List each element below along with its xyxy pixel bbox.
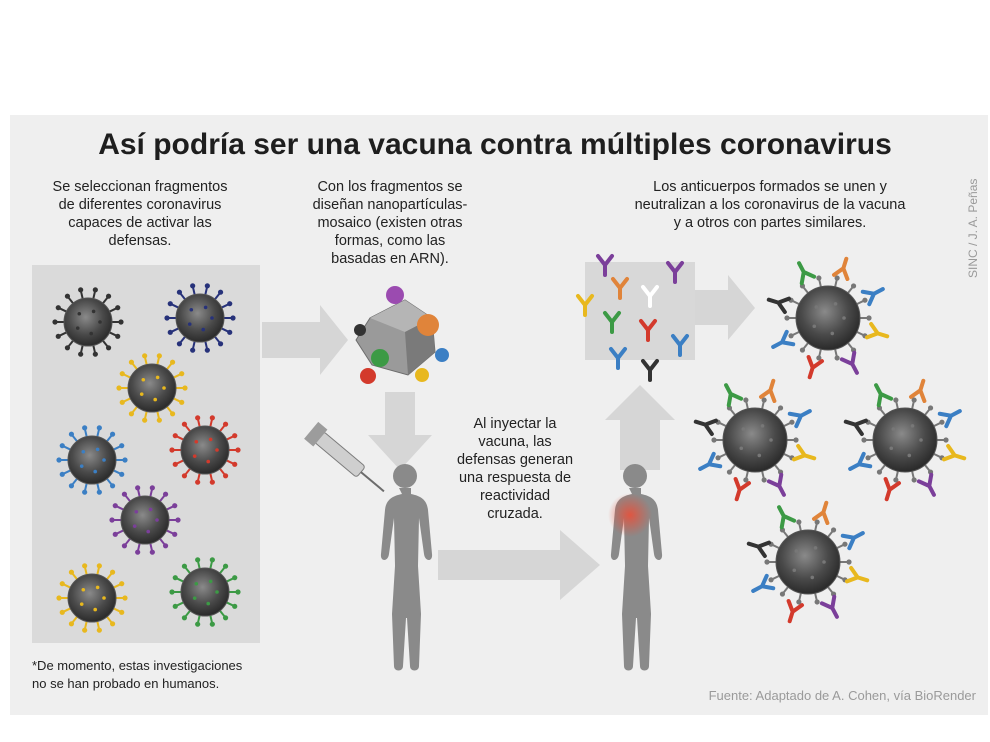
step2-text: Con los fragmentos se diseñan nanopartíc… [285, 178, 495, 268]
antibody-icon [759, 378, 777, 403]
antibody-icon [641, 285, 659, 308]
step4-text: Al inyectar la vacuna, las defensas gene… [430, 415, 600, 523]
antibody-icon [874, 383, 894, 408]
step1-line: de diferentes coronavirus [58, 197, 222, 213]
antibody-icon [942, 444, 967, 462]
antibody-icon [641, 359, 659, 382]
coronavirus-icon [169, 415, 241, 485]
step3-line: neutralizan a los coronavirus de la vacu… [634, 197, 906, 213]
antibody-icon [843, 418, 868, 436]
source-note: Fuente: Adaptado de A. Cohen, vía BioRen… [708, 688, 976, 703]
infographic-title: Así podría ser una vacuna contra múltipl… [98, 128, 892, 161]
footnote: *De momento, estas investigaciones no se… [32, 657, 242, 693]
antibody-icon [666, 261, 684, 284]
arrow-up-icon [605, 385, 675, 470]
antibody-icon [883, 477, 901, 502]
antibody-icon [766, 472, 786, 497]
antibody-icon [860, 287, 885, 307]
arrow-down-icon [368, 392, 432, 470]
antibody-icon [639, 319, 657, 342]
antibody-icon [766, 296, 791, 314]
step2-line: diseñan nanopartículas- [312, 197, 468, 213]
antibody-icon [603, 311, 621, 334]
coronavirus-icon [861, 397, 949, 483]
antibody-icon [812, 500, 830, 525]
arrow-right-icon [438, 530, 600, 600]
antibody-icon [839, 350, 859, 375]
syringe-icon [304, 421, 385, 493]
antibody-icon [751, 573, 776, 593]
antibody-icon [693, 418, 718, 436]
injection-site-glow [608, 493, 652, 537]
antibody-icon [797, 261, 817, 286]
coronavirus-icon [52, 287, 124, 357]
antibody-icon [609, 347, 627, 370]
nanoparticle-icon [354, 286, 449, 384]
step4-line: una respuesta de [458, 470, 572, 486]
antibody-icon [848, 451, 873, 471]
step4-line: reactividad [479, 488, 551, 504]
step1-line: Se seleccionan fragmentos [52, 179, 228, 195]
antibody-icon [576, 294, 594, 317]
coronavirus-icon [56, 563, 128, 633]
coronavirus-icon [164, 283, 236, 353]
step4-line: cruzada. [487, 506, 543, 522]
step1-line: capaces de activar las [68, 215, 212, 231]
antibody-icon [746, 540, 771, 558]
step3-line: Los anticuerpos formados se unen y [653, 179, 887, 195]
step1-line: defensas. [108, 233, 172, 249]
footnote-line: no se han probado en humanos. [32, 676, 220, 691]
step1-text: Se seleccionan fragmentos de diferentes … [20, 178, 260, 250]
coronavirus-icon [116, 353, 188, 423]
step2-line: mosaico (existen otras [317, 215, 463, 231]
antibody-icon [909, 378, 927, 403]
antibody-icon [937, 409, 962, 429]
antibody-icon [733, 477, 751, 502]
antibody-icon [596, 254, 614, 277]
antibody-icon [611, 277, 629, 300]
step4-line: Al inyectar la [473, 416, 557, 432]
coronavirus-icon [711, 397, 799, 483]
antibody-icon [786, 599, 804, 624]
step4-line: defensas generan [456, 452, 574, 468]
antibody-icon [671, 334, 689, 357]
person-figure [380, 464, 433, 671]
antibody-icon [819, 594, 839, 619]
step3-line: y a otros con partes similares. [673, 215, 867, 231]
antibody-icon [832, 256, 850, 281]
antibody-icon [771, 329, 796, 349]
arrow-right-icon [695, 275, 755, 340]
step2-line: basadas en ARN). [331, 251, 449, 267]
step3-text: Los anticuerpos formados se unen y neutr… [580, 178, 960, 232]
antibody-icon [845, 566, 870, 584]
antibody-icon [792, 444, 817, 462]
coronavirus-icon [784, 275, 872, 361]
step2-line: formas, como las [334, 233, 446, 249]
step4-line: vacuna, las [478, 434, 552, 450]
footnote-line: *De momento, estas investigaciones [32, 658, 243, 673]
antibody-icon [806, 355, 824, 380]
coronavirus-icon [169, 557, 241, 627]
arrow-right-icon [262, 305, 348, 375]
coronavirus-icon [764, 519, 852, 605]
coronavirus-icon [56, 425, 128, 495]
antibody-icon [840, 531, 865, 551]
antibody-icon [865, 322, 890, 340]
antibody-icon [916, 472, 936, 497]
step2-line: Con los fragmentos se [317, 179, 463, 195]
antibody-icon [777, 505, 797, 530]
antibody-icon [698, 451, 723, 471]
coronavirus-icon [109, 485, 181, 555]
antibody-icon [787, 409, 812, 429]
antibody-icon [724, 383, 744, 408]
